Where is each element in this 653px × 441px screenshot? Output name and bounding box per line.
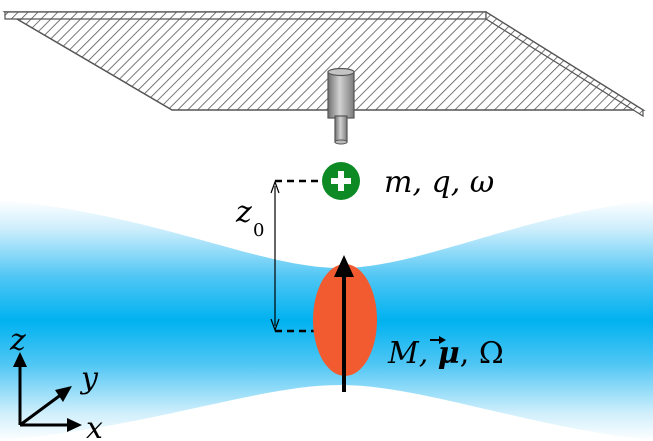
plus-icon [331,171,351,191]
z0-subscript: 0 [253,220,264,241]
electrode-plate [2,10,646,118]
axis-z-label: z [9,323,26,358]
particle-label: M, μ, Ω [387,336,504,371]
z0-label: z [235,195,252,230]
vector-arrow-icon [430,336,446,344]
ion [322,162,360,200]
axis-x-label: x [86,411,103,441]
coordinate-axes [13,352,82,432]
z0-distance-arrow [270,180,280,332]
tip-electrode [327,67,355,145]
magnetic-moment-arrow [334,255,354,392]
ion-label: m, q, ω [384,165,494,200]
axis-y-label: y [79,361,99,396]
